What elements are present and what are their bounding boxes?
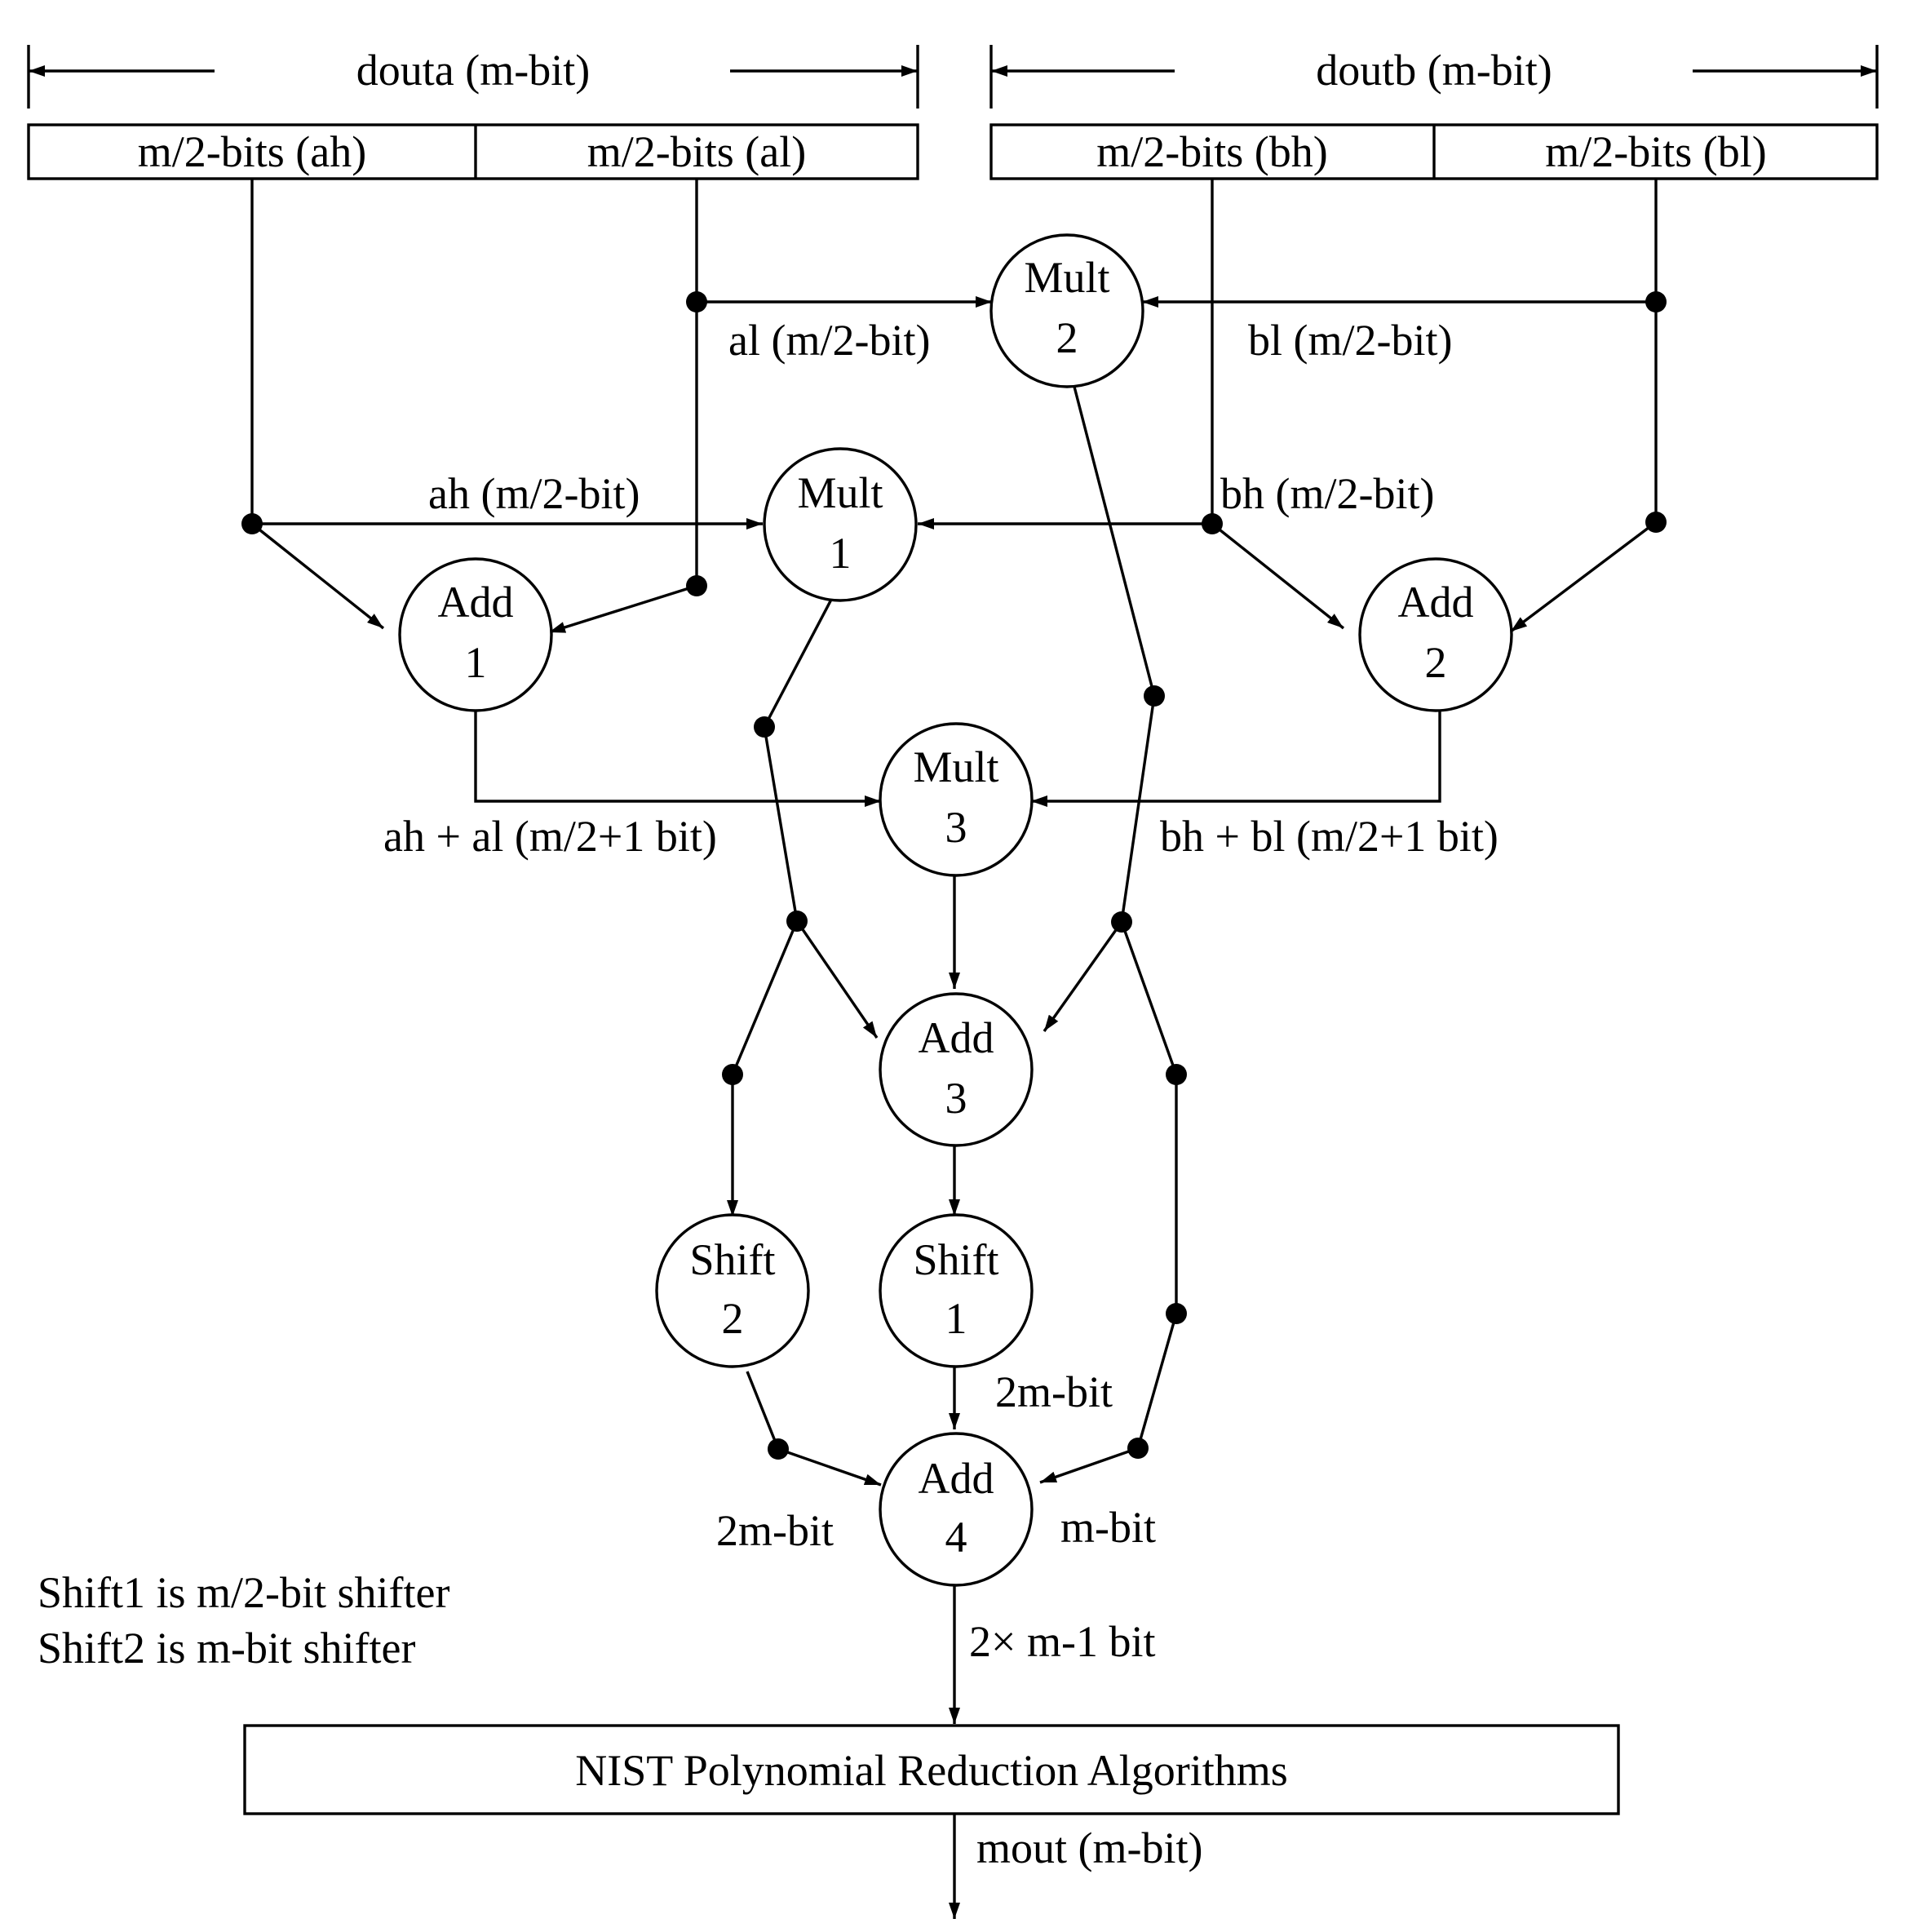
mult2-node: Mult 2 [989,233,1144,388]
bh-field-label: m/2-bits (bh) [1096,127,1327,176]
shift2-output-label: 2m-bit [716,1506,834,1555]
add4-node: Add 4 [879,1432,1034,1587]
add2-label-line2: 2 [1425,638,1447,687]
nist-reduction-block: NIST Polynomial Reduction Algorithms [243,1724,1620,1815]
douta-bus-dimension: douta (m-bit) [27,45,919,109]
shift2-label-line2: 2 [722,1294,744,1343]
register-b: m/2-bits (bh) m/2-bits (bl) [989,123,1879,180]
junction-dots [241,291,1667,1460]
right-input-label: m-bit [1060,1503,1156,1552]
mult2-label-line2: 2 [1056,313,1078,362]
mult3-label-line1: Mult [913,742,998,791]
doutb-label: doutb (m-bit) [1316,46,1552,95]
shifter-notes: Shift1 is m/2-bit shifter Shift2 is m-bi… [38,1568,450,1673]
add4-label-line1: Add [919,1454,994,1503]
wires [250,179,1658,1919]
add1-label-line1: Add [438,578,514,627]
ah-signal-label: ah (m/2-bit) [428,469,640,518]
add2-label-line1: Add [1398,578,1474,627]
junction-dot [1111,911,1132,933]
junction-dot [1645,512,1667,533]
al-field-label: m/2-bits (al) [587,127,806,176]
junction-dot [754,716,775,738]
junction-dot [1202,513,1223,534]
mult1-node: Mult 1 [763,447,918,602]
add4-output-label: 2× m-1 bit [969,1617,1155,1666]
shift2-node: Shift 2 [655,1213,810,1368]
junction-dot [686,291,707,312]
junction-dot [768,1438,789,1460]
shift2-label-line1: Shift [689,1235,775,1284]
mout-label: mout (m-bit) [976,1823,1202,1872]
add2-node: Add 2 [1358,557,1513,712]
bl-field-label: m/2-bits (bl) [1545,127,1766,176]
add3-node: Add 3 [879,992,1034,1147]
bh-plus-bl-label: bh + bl (m/2+1 bit) [1160,812,1499,861]
shift1-label-line2: 1 [945,1294,967,1343]
reduction-block-label: NIST Polynomial Reduction Algorithms [575,1746,1288,1795]
mult1-label-line2: 1 [830,529,852,578]
bl-signal-label: bl (m/2-bit) [1248,316,1452,365]
add3-label-line1: Add [919,1013,994,1062]
signal-labels: al (m/2-bit) bl (m/2-bit) ah (m/2-bit) b… [383,316,1499,1872]
junction-dot [722,1064,743,1085]
doutb-bus-dimension: doutb (m-bit) [989,45,1879,109]
junction-dot [1645,291,1667,312]
junction-dot [241,513,263,534]
junction-dot [786,911,808,932]
note-shift2: Shift2 is m-bit shifter [38,1624,416,1673]
junction-dot [1144,685,1165,707]
add4-label-line2: 4 [945,1513,967,1562]
ah-plus-al-label: ah + al (m/2+1 bit) [383,812,717,861]
al-signal-label: al (m/2-bit) [728,316,930,365]
bh-signal-label: bh (m/2-bit) [1220,469,1434,518]
add1-node: Add 1 [398,557,553,712]
mult1-label-line1: Mult [797,468,883,517]
shift1-node: Shift 1 [879,1213,1034,1368]
register-a: m/2-bits (ah) m/2-bits (al) [27,123,919,180]
mult3-label-line2: 3 [945,803,967,852]
douta-label: douta (m-bit) [356,46,590,95]
add1-label-line2: 1 [465,638,487,687]
junction-dot [686,575,707,596]
shift1-label-line1: Shift [913,1235,998,1284]
add3-label-line2: 3 [945,1074,967,1123]
mult3-node: Mult 3 [879,722,1034,877]
junction-dot [1127,1438,1149,1459]
junction-dot [1166,1303,1187,1324]
junction-dot [1166,1064,1187,1085]
ah-field-label: m/2-bits (ah) [138,127,366,176]
mult2-label-line1: Mult [1024,253,1109,302]
shift1-output-label: 2m-bit [995,1367,1113,1416]
note-shift1: Shift1 is m/2-bit shifter [38,1568,450,1617]
